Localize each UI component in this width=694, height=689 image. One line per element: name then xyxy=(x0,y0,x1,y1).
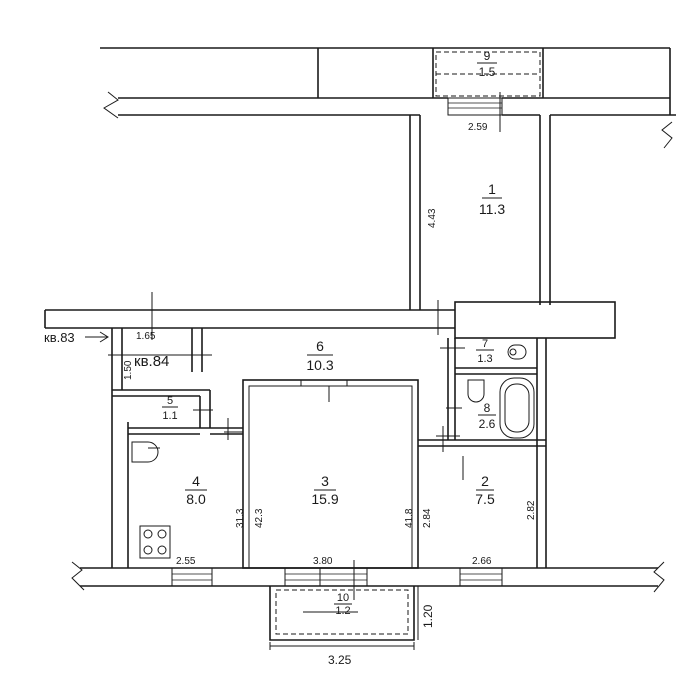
room-2-area: 7.5 xyxy=(475,491,495,507)
room-7-area: 1.3 xyxy=(477,353,492,365)
room-9-area: 1.5 xyxy=(479,65,496,79)
dim-2-84: 2.84 xyxy=(422,508,433,528)
balcony-door xyxy=(284,560,368,600)
apartment-label: кв.84 xyxy=(134,353,169,370)
entry-arrow xyxy=(85,331,109,343)
room-3-walls xyxy=(242,379,419,569)
dim-3-25: 3.25 xyxy=(328,653,352,667)
room-4-number: 4 xyxy=(192,473,200,489)
room-8-number: 8 xyxy=(484,401,491,415)
room-10-number: 10 xyxy=(337,592,349,604)
room-6-number: 6 xyxy=(316,338,324,354)
room-1-walls xyxy=(409,115,551,310)
room-4-area: 8.0 xyxy=(186,491,206,507)
dim-2-59: 2.59 xyxy=(468,122,488,133)
room-3-number: 3 xyxy=(321,473,329,489)
dim-1-20: 1.20 xyxy=(421,604,435,628)
room-7-number: 7 xyxy=(482,338,488,350)
room-2-number: 2 xyxy=(481,473,489,489)
room-10-area: 1.2 xyxy=(335,605,350,617)
room-5-area: 1.1 xyxy=(162,410,177,422)
bathroom-block xyxy=(418,338,546,480)
room-6-area: 10.3 xyxy=(306,357,333,373)
bottom-exterior-wall xyxy=(71,561,665,593)
room-8-area: 2.6 xyxy=(479,417,496,431)
neighbor-apartment-label: кв.83 xyxy=(44,330,75,345)
dim-2-82: 2.82 xyxy=(526,500,537,520)
fraction-lines xyxy=(162,62,502,605)
dim-1-50: 1.50 xyxy=(123,360,134,380)
dim-3-80: 3.80 xyxy=(313,556,333,567)
corridor-wall xyxy=(44,292,616,340)
room-3-area: 15.9 xyxy=(311,491,338,507)
door-storage-9 xyxy=(447,92,503,132)
room-5-number: 5 xyxy=(167,395,173,407)
upper-building-walls xyxy=(100,47,676,149)
stove-icon xyxy=(139,525,171,559)
room-1-area: 11.3 xyxy=(479,201,505,217)
room-1-number: 1 xyxy=(488,181,496,197)
dim-1-65: 1.65 xyxy=(136,331,156,342)
dim-2-55: 2.55 xyxy=(176,556,196,567)
balcony-10 xyxy=(269,586,419,650)
dim-42-3: 42.3 xyxy=(254,508,265,528)
dim-4-43: 4.43 xyxy=(427,208,438,228)
room-9-number: 9 xyxy=(484,49,491,63)
dim-31-3: 31.3 xyxy=(235,508,246,528)
window-room-2 xyxy=(459,567,503,587)
apartment-walls xyxy=(108,328,547,568)
dim-2-66: 2.66 xyxy=(472,556,492,567)
window-kitchen xyxy=(171,567,213,587)
kitchen-fixtures xyxy=(131,441,171,559)
dim-41-8: 41.8 xyxy=(404,508,415,528)
